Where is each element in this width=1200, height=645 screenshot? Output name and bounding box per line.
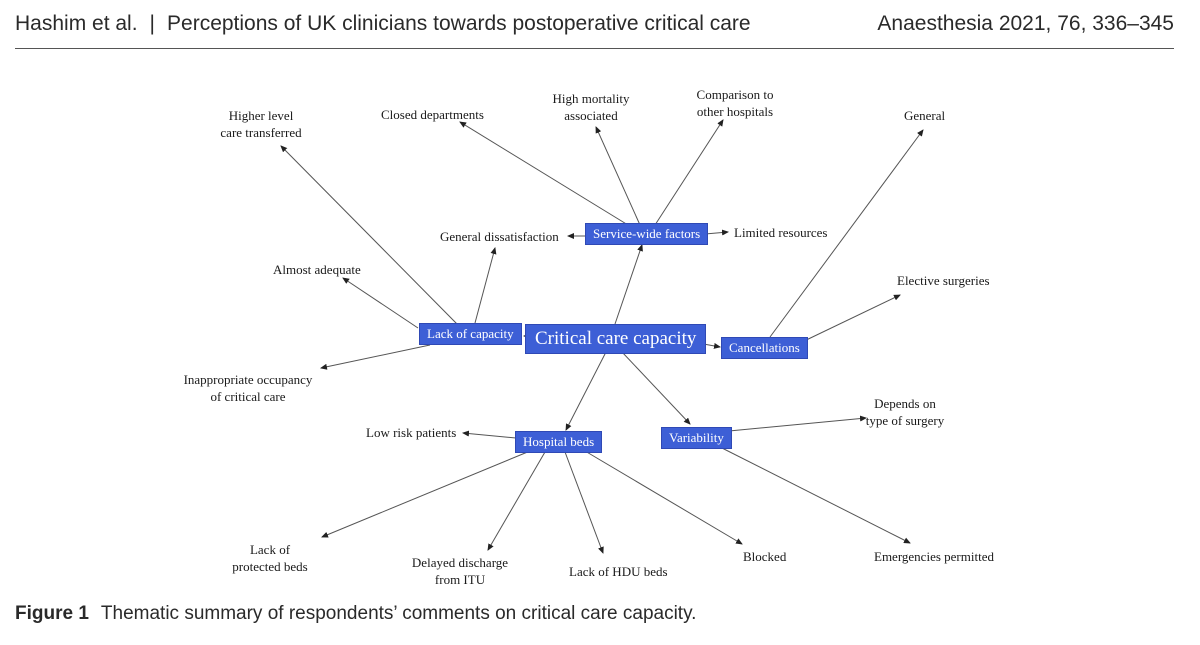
edge-lack-higher xyxy=(280,145,459,326)
leaf-depends-on-line2: type of surgery xyxy=(865,413,945,428)
leaf-elective-surgeries: Elective surgeries xyxy=(897,273,990,288)
caption-text: Thematic summary of respondents’ comment… xyxy=(100,603,697,624)
leaf-blocked: Blocked xyxy=(743,549,787,564)
leaf-inappropriate-line1: Inappropriate occupancy xyxy=(183,372,313,387)
leaf-comparison-line2: other hospitals xyxy=(696,104,774,119)
theme-cancellations: Cancellations xyxy=(722,338,807,358)
leaf-general-dissatisfaction: General dissatisfaction xyxy=(440,229,559,244)
leaf-higher-level-line1: Higher level xyxy=(228,108,294,123)
leaf-delayed-discharge-line2: from ITU xyxy=(434,572,486,587)
leaf-delayed-discharge: Delayed discharge from ITU xyxy=(405,554,515,588)
leaf-delayed-discharge-line1: Delayed discharge xyxy=(411,555,509,570)
leaf-limited-resources: Limited resources xyxy=(734,225,828,240)
caption-label: Figure 1 xyxy=(15,603,89,624)
theme-lack-of-capacity: Lack of capacity xyxy=(420,324,521,344)
edge-service-comparison xyxy=(654,119,724,226)
figure-diagram: Critical care capacity Service-wide fact… xyxy=(0,60,1200,600)
leaf-depends-on-line1: Depends on xyxy=(874,396,936,411)
edge-beds-blocked xyxy=(584,450,743,545)
header-rule xyxy=(15,48,1174,49)
leaf-almost-adequate: Almost adequate xyxy=(273,262,361,277)
edge-service-closed xyxy=(459,121,629,226)
edge-lack-dissatisfaction xyxy=(474,247,497,324)
leaf-lack-protected-beds: Lack of protected beds xyxy=(225,541,315,575)
edge-beds-delayed xyxy=(487,451,546,551)
leaf-lack-hdu-beds: Lack of HDU beds xyxy=(569,564,668,579)
running-header: Hashim et al. | Perceptions of UK clinicia… xyxy=(15,12,1174,42)
header-citation: Anaesthesia 2021, 76, 336–345 xyxy=(877,12,1174,35)
leaf-high-mortality-line2: associated xyxy=(564,108,618,123)
edge-service-limited xyxy=(704,229,729,236)
connector-lines xyxy=(280,119,924,554)
edge-cancel-elective xyxy=(799,294,901,344)
leaf-higher-level: Higher level care transferred xyxy=(205,107,317,141)
theme-service-wide: Service-wide factors xyxy=(586,224,708,244)
leaf-emergencies-permitted: Emergencies permitted xyxy=(874,549,994,564)
edge-beds-lowrisk xyxy=(462,430,517,439)
leaf-closed-departments: Closed departments xyxy=(381,107,484,122)
leaf-high-mortality-line1: High mortality xyxy=(552,91,630,106)
leaf-lack-protected-line1: Lack of xyxy=(249,542,291,557)
header-title: Perceptions of UK clinicians towards pos… xyxy=(167,12,751,35)
edge-var-emergencies xyxy=(717,445,911,544)
figure-caption: Figure 1 Thematic summary of respondents’… xyxy=(15,603,696,625)
leaf-high-mortality: High mortality associated xyxy=(536,90,646,124)
leaf-comparison-line1: Comparison to xyxy=(696,87,774,102)
central-node: Critical care capacity xyxy=(526,325,706,353)
header-authors: Hashim et al. xyxy=(15,12,138,35)
edge-central-service xyxy=(614,244,643,325)
leaf-depends-on: Depends on type of surgery xyxy=(845,395,965,429)
header-left: Hashim et al. | Perceptions of UK clinicia… xyxy=(15,12,751,36)
edge-beds-protected xyxy=(321,450,531,538)
leaf-lack-protected-line2: protected beds xyxy=(232,559,308,574)
edge-central-beds xyxy=(565,351,607,431)
leaf-comparison: Comparison to other hospitals xyxy=(675,86,795,120)
edge-cancel-general xyxy=(769,129,924,338)
edge-beds-hdu xyxy=(564,451,604,554)
edge-lack-inappropriate xyxy=(320,344,431,370)
edge-service-mortality xyxy=(595,126,641,226)
leaf-low-risk-patients: Low risk patients xyxy=(366,425,457,440)
leaf-general: General xyxy=(904,108,946,123)
theme-variability: Variability xyxy=(662,428,731,448)
leaf-inappropriate-line2: of critical care xyxy=(210,389,286,404)
header-separator: | xyxy=(149,12,156,35)
theme-hospital-beds: Hospital beds xyxy=(516,432,602,452)
leaf-higher-level-line2: care transferred xyxy=(220,125,302,140)
leaf-inappropriate-occupancy: Inappropriate occupancy of critical care xyxy=(168,371,328,405)
edge-var-depends xyxy=(728,415,867,432)
edge-central-variability xyxy=(621,351,691,425)
edge-lack-almost xyxy=(342,277,419,329)
